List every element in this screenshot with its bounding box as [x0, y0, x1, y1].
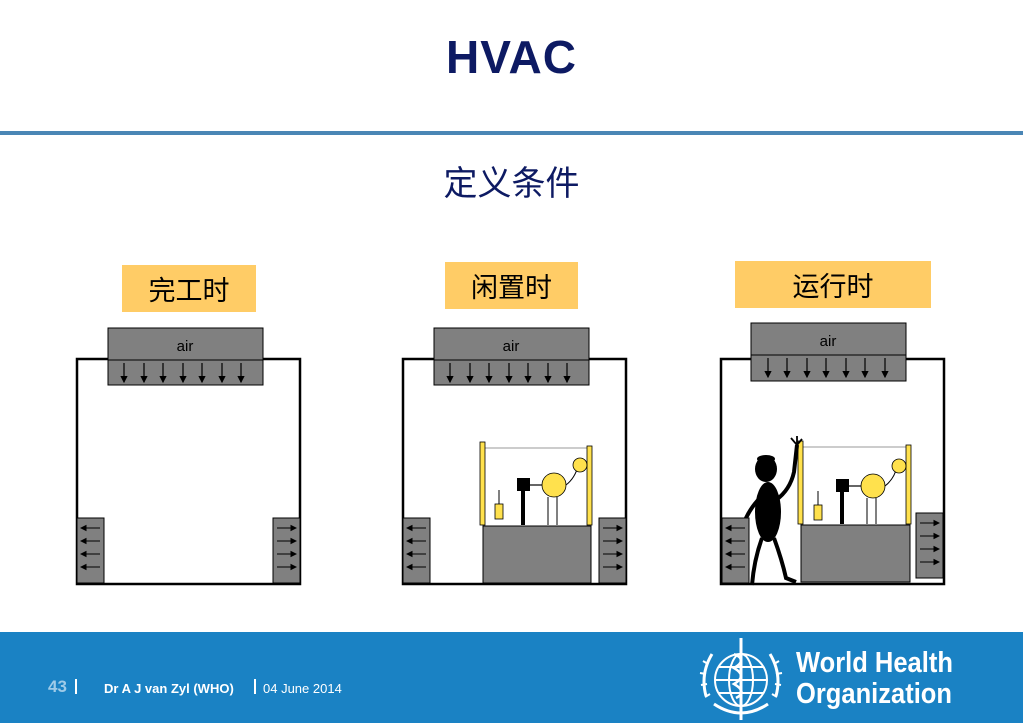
operator-figure [737, 436, 803, 586]
panel-at-rest: air [401, 327, 628, 586]
title-divider [0, 131, 1023, 135]
slide-subtitle: 定义条件 [443, 164, 580, 204]
return-grille-left [76, 517, 105, 584]
panel-label-in-operation: 运行时 [735, 261, 931, 308]
footer-date: 04 June 2014 [263, 681, 342, 696]
supply-air-diffuser: air [433, 327, 590, 386]
return-grille-left [402, 517, 431, 584]
footer-separator [75, 679, 77, 694]
footer-separator [254, 679, 256, 694]
return-grille-right [915, 512, 944, 579]
panel-label-as-built: 完工时 [122, 265, 256, 312]
page-number: 43 [48, 677, 67, 696]
production-equipment [479, 441, 593, 584]
who-wordmark: World Health Organization [796, 648, 953, 710]
footer-bar [0, 632, 1023, 723]
return-grille-right [598, 517, 627, 584]
org-name-line1: World Health [796, 647, 953, 679]
air-label: air [820, 333, 837, 350]
footer-author: Dr A J van Zyl (WHO) [104, 681, 234, 696]
panel-label-at-rest: 闲置时 [445, 262, 578, 309]
return-grille-right [272, 517, 301, 584]
production-equipment [797, 440, 912, 583]
org-name-line2: Organization [796, 678, 952, 710]
who-emblem-icon [699, 638, 783, 720]
air-label: air [503, 338, 520, 355]
air-label: air [177, 338, 194, 355]
hvac-conditions-diagram: air [75, 322, 946, 586]
supply-air-diffuser: air [750, 322, 907, 382]
panel-as-built: air [75, 327, 302, 586]
return-grille-left [721, 517, 750, 584]
room-outline [75, 357, 302, 586]
panel-in-operation: air [719, 322, 946, 586]
supply-air-diffuser: air [107, 327, 264, 386]
slide-title: HVAC [446, 31, 577, 83]
